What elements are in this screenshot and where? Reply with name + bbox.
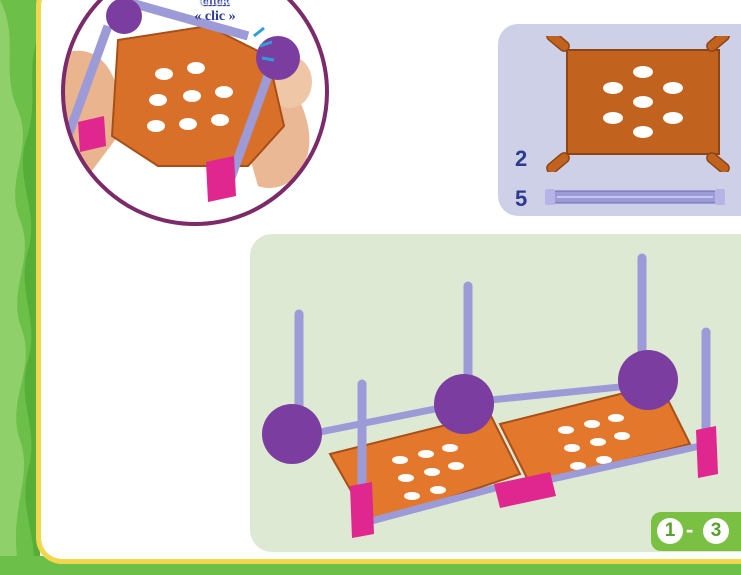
green-wavy-border bbox=[0, 0, 40, 575]
step-end-number: 3 bbox=[703, 518, 729, 544]
rod-quantity: 5 bbox=[515, 186, 527, 212]
click-callout: click « clic » bbox=[172, 0, 258, 24]
click-label-fr: « clic » bbox=[172, 9, 258, 24]
step-range-badge: 1 - 3 bbox=[651, 512, 741, 551]
step-range-separator: - bbox=[686, 517, 693, 543]
plate-quantity: 2 bbox=[515, 146, 527, 172]
assembly-detail-circle bbox=[58, 0, 332, 234]
rod-part bbox=[545, 185, 725, 209]
step-start-number: 1 bbox=[657, 518, 683, 544]
click-label-en: click bbox=[201, 0, 229, 9]
assembled-model-illustration bbox=[250, 234, 741, 552]
square-plate-part bbox=[545, 36, 741, 172]
